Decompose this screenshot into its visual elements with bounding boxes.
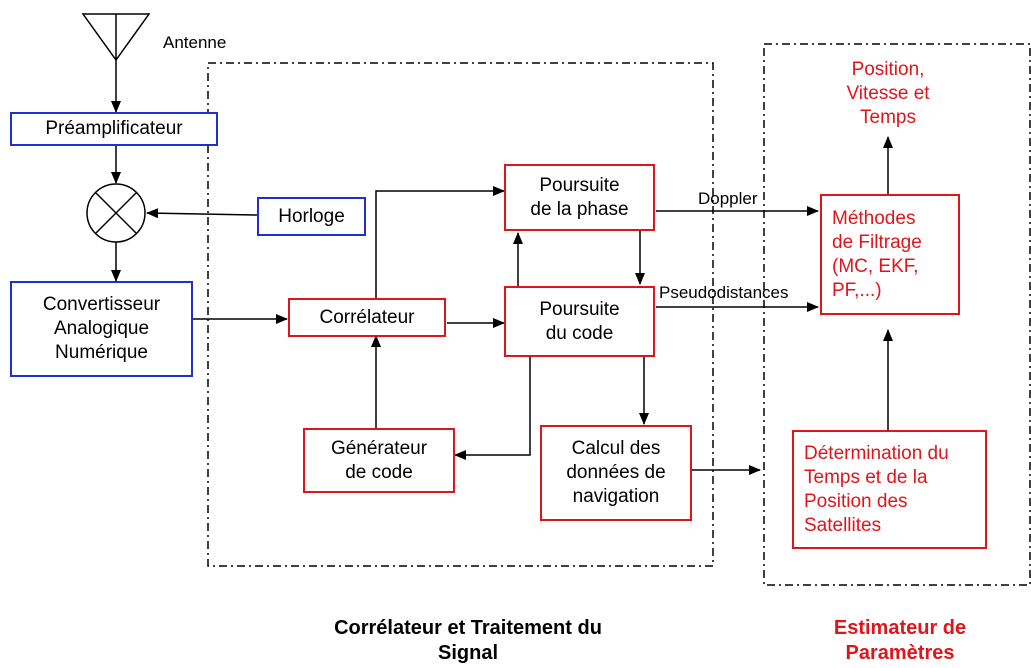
antenna-label: Antenne: [163, 33, 227, 52]
arrow-clock-mixer: [146, 208, 258, 219]
nav-data-block: Calcul des données de navigation: [540, 425, 692, 521]
estimator-title: Estimateur de Paramètres: [833, 617, 967, 664]
arrow-correlator-phase: [375, 186, 505, 298]
preamplifier-block: Préamplificateur: [10, 112, 218, 146]
doppler-label: Doppler: [698, 189, 758, 208]
mixer-icon: [86, 183, 146, 243]
sat-position-block: Détermination du Temps et de la Position…: [792, 430, 987, 549]
code-generator-block: Générateur de code: [303, 428, 455, 493]
filtering-block: Méthodes de Filtrage (MC, EKF, PF,...): [820, 194, 960, 315]
antenna-icon: [81, 13, 151, 113]
estimator-frame: [763, 43, 1031, 586]
adc-block: Convertisseur Analogique Numérique: [10, 281, 193, 377]
pvt-output-label: Position, Vitesse et Temps: [846, 59, 930, 128]
correlator-block: Corrélateur: [288, 298, 446, 337]
code-tracking-block: Poursuite du code: [504, 286, 655, 357]
arrow-code-generator: [454, 357, 531, 460]
signal-processing-frame: [207, 62, 714, 567]
signal-processing-title: Corrélateur et Traitement du Signal: [334, 617, 602, 664]
clock-block: Horloge: [257, 197, 366, 236]
pseudoranges-label: Pseudodistances: [659, 283, 789, 302]
phase-tracking-block: Poursuite de la phase: [504, 164, 655, 231]
